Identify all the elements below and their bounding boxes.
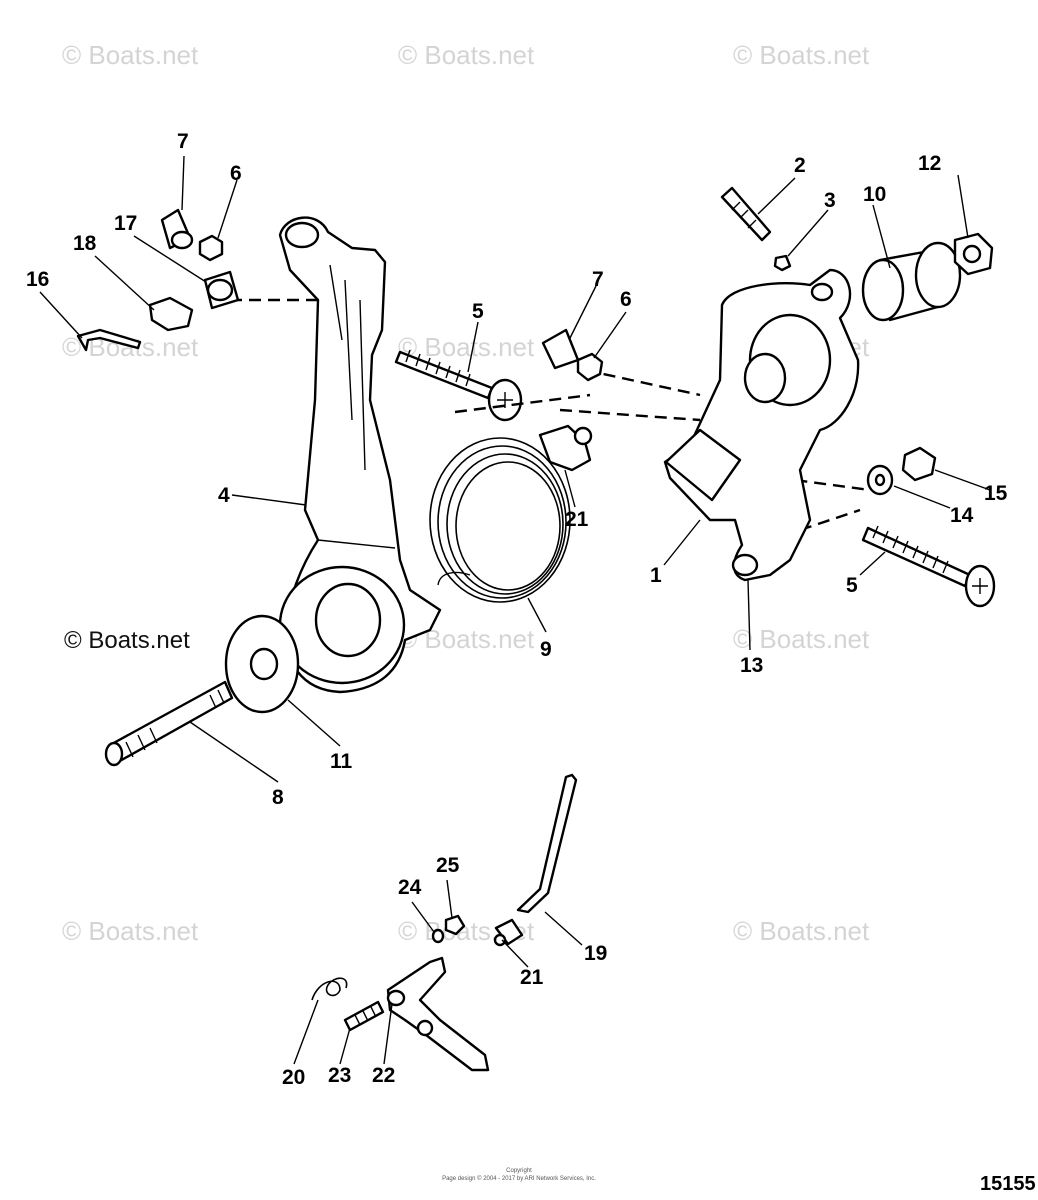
torsion-spring bbox=[429, 437, 571, 603]
alignment-line bbox=[559, 368, 871, 532]
arm-ribbing bbox=[317, 264, 396, 549]
lever-hub-bore bbox=[743, 352, 787, 404]
watermark: © Boats.net bbox=[62, 40, 199, 70]
lever-top-hole bbox=[810, 282, 834, 302]
callout-number: 11 bbox=[330, 750, 353, 773]
callout-number: 7 bbox=[592, 268, 604, 291]
callout-number: 4 bbox=[218, 484, 230, 507]
arm-bolt bbox=[394, 349, 523, 422]
callout-number: 6 bbox=[620, 288, 632, 311]
hex-nut bbox=[576, 352, 604, 382]
small-washer bbox=[431, 928, 445, 944]
watermark: © Boats.net bbox=[733, 916, 870, 946]
shift-lever bbox=[663, 268, 860, 582]
callout-number: 3 bbox=[824, 189, 836, 212]
callout-number: 21 bbox=[565, 508, 589, 531]
callout-number: 2 bbox=[794, 154, 806, 177]
callout-number: 24 bbox=[398, 876, 422, 899]
callout-number: 9 bbox=[540, 638, 552, 661]
small-screw bbox=[720, 186, 792, 272]
alignment-line bbox=[454, 393, 591, 414]
bushing bbox=[861, 241, 962, 322]
leader-lines bbox=[39, 155, 991, 1065]
callout-number: 14 bbox=[950, 504, 974, 527]
lower-linkage-assembly bbox=[311, 773, 578, 1072]
lever-cam-block bbox=[664, 428, 742, 502]
lever-bolt bbox=[861, 525, 996, 608]
callout-number: 10 bbox=[863, 183, 886, 206]
shift-lever-assembly bbox=[454, 186, 996, 608]
link-rod bbox=[516, 773, 578, 914]
copyright-line: Page design © 2004 - 2017 by ARI Network… bbox=[442, 1175, 596, 1182]
callout-number: 21 bbox=[520, 966, 544, 989]
lever-roller bbox=[731, 553, 759, 577]
callout-number: 20 bbox=[282, 1066, 305, 1089]
callout-layer: 7 6 17 18 16 5 4 9 21 11 8 2 3 12 10 7 6… bbox=[26, 130, 1008, 1089]
watermark: © Boats.net bbox=[733, 40, 870, 70]
footer: Copyright Page design © 2004 - 2017 by A… bbox=[442, 1168, 1036, 1195]
link-rod-and-clip bbox=[76, 296, 194, 352]
watermark: © Boats.net bbox=[733, 624, 870, 654]
callout-number: 18 bbox=[73, 232, 97, 255]
callout-number: 22 bbox=[372, 1064, 395, 1087]
throttle-arm-assembly bbox=[76, 208, 571, 767]
arm-hub-bore bbox=[314, 582, 382, 658]
callout-number: 13 bbox=[740, 654, 763, 677]
callout-number: 15 bbox=[984, 482, 1008, 505]
callout-number: 1 bbox=[650, 564, 662, 587]
small-nut bbox=[444, 914, 466, 936]
callout-number: 12 bbox=[918, 152, 941, 175]
cap-nut bbox=[541, 328, 580, 370]
callout-number: 7 bbox=[177, 130, 189, 153]
callout-number: 23 bbox=[328, 1064, 351, 1087]
lock-nut bbox=[901, 446, 937, 482]
watermark: © Boats.net bbox=[398, 332, 535, 362]
pivot-pin bbox=[104, 680, 234, 767]
diagram-number: 15155 bbox=[980, 1173, 1036, 1195]
set-screw bbox=[343, 1000, 385, 1032]
callout-number: 6 bbox=[230, 162, 242, 185]
watermark-dark: © Boats.net bbox=[64, 627, 190, 654]
arm-top-bore bbox=[284, 221, 320, 249]
callout-number: 5 bbox=[472, 300, 484, 323]
flat-washer bbox=[224, 614, 300, 714]
callout-number: 16 bbox=[26, 268, 49, 291]
callout-number: 17 bbox=[114, 212, 137, 235]
watermark: © Boats.net bbox=[398, 40, 535, 70]
watermark: © Boats.net bbox=[62, 916, 199, 946]
callout-number: 5 bbox=[846, 574, 858, 597]
small-spring bbox=[311, 977, 348, 1001]
callout-number: 19 bbox=[584, 942, 607, 965]
callout-number: 8 bbox=[272, 786, 284, 809]
callout-number: 25 bbox=[436, 854, 460, 877]
copyright-line: Copyright bbox=[506, 1168, 532, 1174]
throttle-link-fitting bbox=[160, 208, 240, 310]
lower-lever bbox=[386, 956, 490, 1072]
